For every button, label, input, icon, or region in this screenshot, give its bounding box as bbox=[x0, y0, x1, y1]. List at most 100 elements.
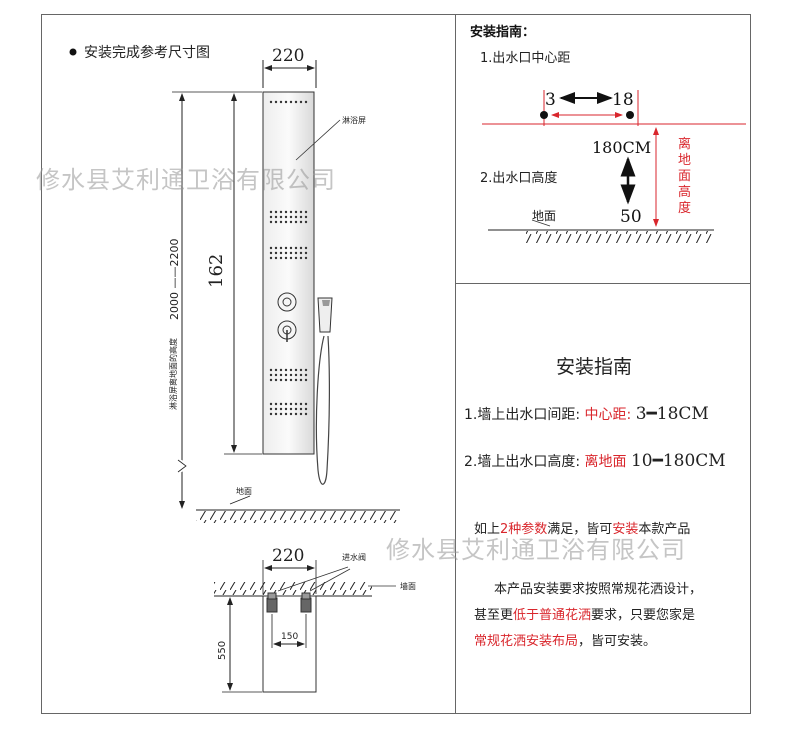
outlet-item-2: 2.出水口高度 bbox=[480, 170, 557, 186]
note-part-b: 2种参数 bbox=[500, 522, 548, 537]
jet-nozzle bbox=[289, 210, 293, 214]
jet-nozzle bbox=[269, 246, 273, 250]
jet-nozzle bbox=[289, 402, 293, 406]
jet-nozzle bbox=[284, 256, 288, 260]
jet-nozzle bbox=[294, 412, 298, 416]
outlet-right bbox=[626, 111, 634, 119]
hand-shower bbox=[317, 297, 333, 333]
jet-nozzle bbox=[299, 412, 303, 416]
guide-line-2-prefix: 2.墙上出水口高度: bbox=[464, 454, 581, 470]
jet-nozzle bbox=[299, 220, 303, 224]
jet-nozzle bbox=[269, 210, 273, 214]
jet-nozzle bbox=[274, 246, 278, 250]
guide-line-2-red: 离地面 bbox=[584, 454, 627, 470]
guide-line-2: 2.墙上出水口高度: 离地面 10━180CM bbox=[464, 451, 726, 471]
watermark-bottom: 修水县艾利通卫浴有限公司 bbox=[386, 536, 686, 564]
jet-nozzle bbox=[294, 215, 298, 219]
top-width-label: 220 bbox=[272, 46, 304, 66]
jet-nozzle bbox=[289, 412, 293, 416]
outer-frame bbox=[41, 14, 751, 714]
jet-nozzle bbox=[274, 210, 278, 214]
jet-nozzle bbox=[274, 402, 278, 406]
jet-nozzle bbox=[294, 407, 298, 411]
outlet-item-1: 1.出水口中心距 bbox=[480, 51, 570, 66]
height-max-label: 180CM bbox=[592, 138, 651, 157]
jet-nozzle bbox=[269, 407, 273, 411]
jet-nozzle bbox=[304, 402, 308, 406]
jet-nozzle bbox=[304, 368, 308, 372]
jet-nozzle bbox=[274, 256, 278, 260]
jet-nozzle bbox=[274, 378, 278, 382]
jet-nozzle bbox=[279, 412, 283, 416]
jet-nozzle bbox=[304, 215, 308, 219]
guide-paragraph-3: 常规花洒安装布局，皆可安装。 bbox=[474, 630, 656, 649]
outlet-diagram: 安装指南： 1.出水口中心距 3 18 180CM 50 离地面高度 2.出水口… bbox=[470, 24, 746, 243]
jet-nozzle bbox=[289, 220, 293, 224]
jet-nozzle bbox=[269, 378, 273, 382]
jet-nozzle bbox=[269, 412, 273, 416]
outlet-left bbox=[540, 111, 548, 119]
jet-nozzle bbox=[294, 246, 298, 250]
height-min-label: 50 bbox=[620, 207, 642, 227]
watermark-top: 修水县艾利通卫浴有限公司 bbox=[36, 166, 336, 194]
jet-nozzle bbox=[274, 251, 278, 255]
jet-nozzle bbox=[294, 220, 298, 224]
jet-nozzle bbox=[289, 378, 293, 382]
jet-nozzle bbox=[299, 215, 303, 219]
jet-nozzle bbox=[284, 210, 288, 214]
jet-nozzle bbox=[289, 215, 293, 219]
jet-nozzle bbox=[304, 251, 308, 255]
jet-nozzle bbox=[279, 256, 283, 260]
jet-nozzle bbox=[274, 215, 278, 219]
shower-panel bbox=[262, 91, 315, 455]
jet-nozzle bbox=[284, 373, 288, 377]
p3-part-b: ，皆可安装。 bbox=[578, 634, 657, 649]
jet-nozzle bbox=[269, 373, 273, 377]
center-max-label: 18 bbox=[612, 90, 634, 110]
jet-nozzle bbox=[279, 215, 283, 219]
note-part-d: 安装 bbox=[612, 522, 639, 537]
jet-nozzle bbox=[289, 368, 293, 372]
guide-line-1-value: 3━18CM bbox=[635, 404, 709, 424]
inlet-spacing-label: 150 bbox=[281, 632, 298, 642]
p3-part-a: 常规花洒安装布局 bbox=[474, 634, 579, 649]
vertical-label-red: 离地面高度 bbox=[678, 136, 691, 216]
jet-nozzle bbox=[269, 256, 273, 260]
center-min-label: 3 bbox=[545, 90, 556, 110]
jet-nozzle bbox=[299, 251, 303, 255]
jet-nozzle bbox=[279, 407, 283, 411]
jet-nozzle bbox=[294, 402, 298, 406]
jet-nozzle bbox=[294, 251, 298, 255]
jet-nozzle bbox=[284, 220, 288, 224]
jet-nozzle bbox=[299, 378, 303, 382]
title-bullet bbox=[69, 48, 77, 56]
guide-line-1-red: 中心距: bbox=[584, 407, 632, 423]
guide-paragraph-1: 本产品安装要求按照常规花洒设计， bbox=[494, 582, 703, 597]
jet-nozzle bbox=[274, 368, 278, 372]
vertical-label-text: 离地面高度 bbox=[678, 136, 691, 216]
jet-nozzle bbox=[294, 373, 298, 377]
body-jets bbox=[269, 210, 308, 416]
floor-height-range: 2000 ——2200 bbox=[168, 239, 181, 321]
jet-nozzle bbox=[304, 256, 308, 260]
left-diagram: 安装完成参考尺寸图 220 淋浴屏 162 2000 ——2200 淋浴屏离地面… bbox=[69, 44, 416, 693]
guide-paragraph-2: 甚至更低于普通花洒要求，只要您家是 bbox=[474, 604, 695, 623]
jet-nozzle bbox=[304, 220, 308, 224]
jet-nozzle bbox=[289, 373, 293, 377]
floor-label-left: 地面 bbox=[236, 486, 252, 496]
jet-nozzle bbox=[279, 220, 283, 224]
jet-nozzle bbox=[279, 251, 283, 255]
jet-nozzle bbox=[289, 246, 293, 250]
jet-nozzle bbox=[284, 246, 288, 250]
jet-nozzle bbox=[284, 368, 288, 372]
jet-nozzle bbox=[304, 373, 308, 377]
panel-leader bbox=[295, 119, 341, 161]
jet-nozzle bbox=[269, 215, 273, 219]
jet-nozzle bbox=[289, 407, 293, 411]
jet-nozzle bbox=[294, 378, 298, 382]
jet-nozzle bbox=[304, 412, 308, 416]
jet-nozzle bbox=[279, 402, 283, 406]
jet-nozzle bbox=[284, 215, 288, 219]
inlet-label: 进水阀 bbox=[342, 552, 366, 562]
jet-nozzle bbox=[284, 402, 288, 406]
